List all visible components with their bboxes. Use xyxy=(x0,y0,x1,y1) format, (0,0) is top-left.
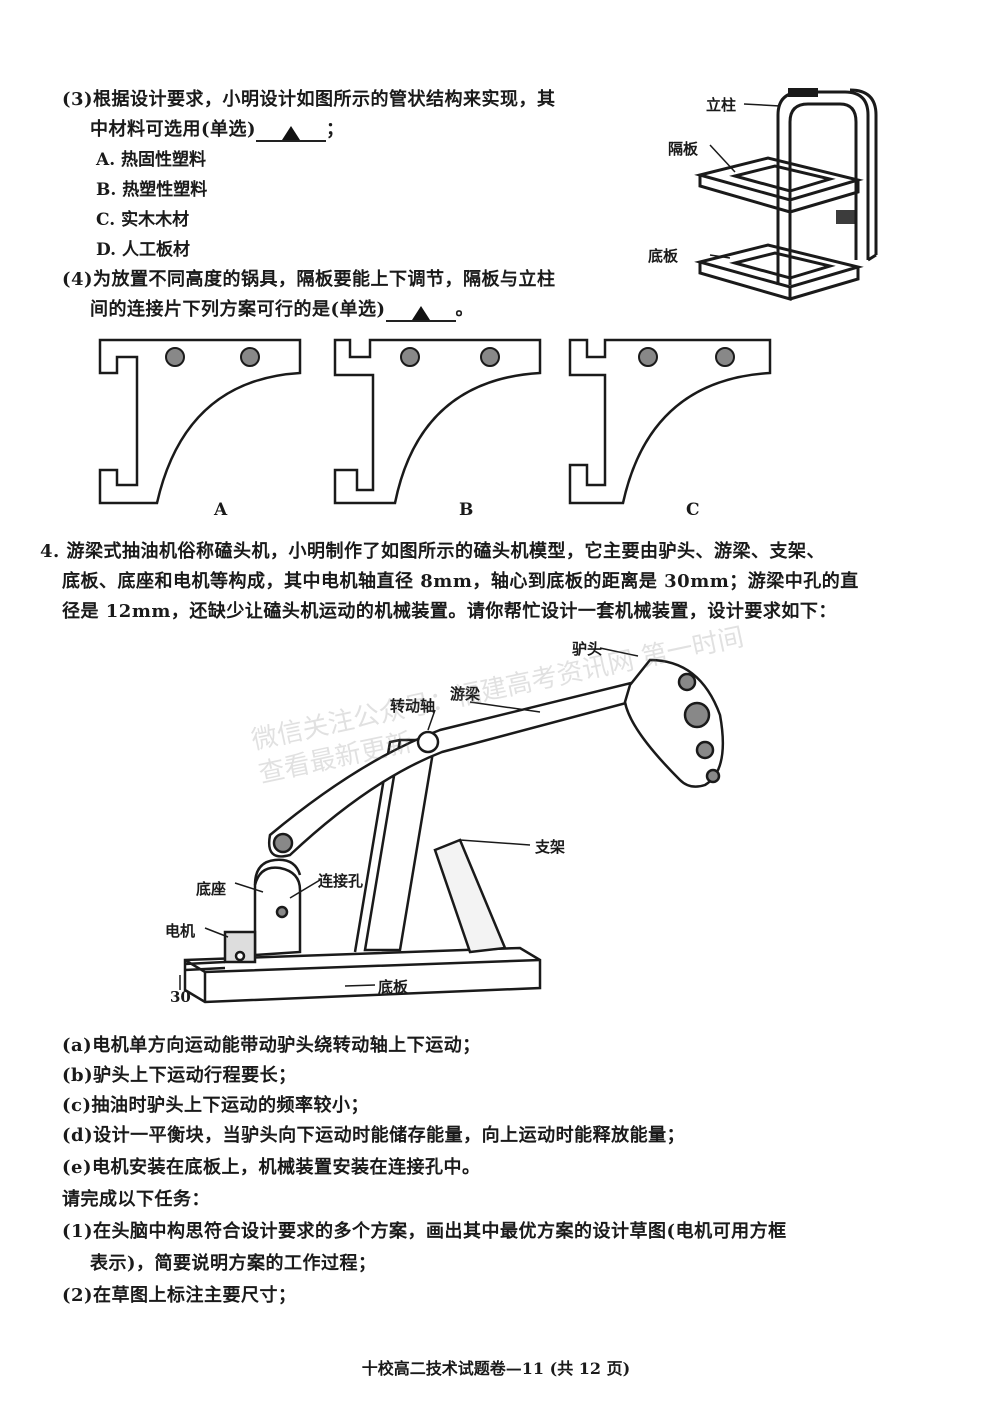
rack-label-post: 立柱 xyxy=(706,96,737,114)
q3-option-d: D. 人工板材 xyxy=(96,240,190,260)
bracket-label-b: B xyxy=(459,500,474,520)
pump-label-horsehead: 驴头 xyxy=(572,640,603,658)
rack-label-base: 底板 xyxy=(648,247,679,265)
requirement-d: (d)设计一平衡块，当驴头向下运动时能储存能量，向上运动时能释放能量； xyxy=(62,1125,686,1146)
task-1: (1)在头脑中构思符合设计要求的多个方案，画出其中最优方案的设计草图(电机可用方… xyxy=(62,1221,787,1242)
q4-answer-blank xyxy=(385,300,456,322)
bracket-a xyxy=(98,338,302,505)
rack-label-shelf: 隔板 xyxy=(668,140,699,158)
bracket-options-figure xyxy=(98,338,772,505)
q3-line1: (3)根据设计要求，小明设计如图所示的管状结构来实现，其 xyxy=(62,89,556,110)
task-2: (2)在草图上标注主要尺寸； xyxy=(62,1285,297,1306)
pump-label-shaft: 转动轴 xyxy=(390,697,436,715)
problem4-line2: 底板、底座和电机等构成，其中电机轴直径 8mm，轴心到底板的距离是 30mm；游… xyxy=(62,571,859,592)
q4-line1: (4)为放置不同高度的锅具，隔板要能上下调节，隔板与立柱 xyxy=(62,269,556,290)
rack-figure xyxy=(694,88,878,301)
bracket-b xyxy=(333,338,542,505)
tasks-intro: 请完成以下任务： xyxy=(62,1189,210,1210)
walking-beam xyxy=(267,680,637,858)
requirement-b: (b)驴头上下运动行程要长； xyxy=(62,1065,297,1086)
q4-line2-suffix: 。 xyxy=(455,299,475,320)
q3-line2-prefix: 中材料可选用(单选) xyxy=(90,119,257,140)
q3-answer-blank xyxy=(256,120,327,142)
task-1-cont: 表示)，简要说明方案的工作过程； xyxy=(90,1253,377,1274)
pump-label-support: 支架 xyxy=(535,838,566,856)
q3-option-a: A. 热固性塑料 xyxy=(96,150,207,170)
q3-option-c: C. 实木木材 xyxy=(96,210,190,230)
bracket-label-a: A xyxy=(214,500,228,520)
q3-option-b: B. 热塑性塑料 xyxy=(96,180,208,200)
problem4-line1: 4. 游梁式抽油机俗称磕头机，小明制作了如图所示的磕头机模型，它主要由驴头、游梁… xyxy=(40,541,826,562)
pump-label-motor: 电机 xyxy=(165,922,196,940)
pump-label-hole: 连接孔 xyxy=(318,872,364,890)
q3-line2-suffix: ； xyxy=(326,119,345,140)
requirement-c: (c)抽油时驴头上下运动的频率较小； xyxy=(62,1095,369,1116)
pump-label-base-seat: 底座 xyxy=(196,880,227,898)
q3-line2: 中材料可选用(单选) ； xyxy=(90,118,345,142)
page-footer: 十校高二技术试题卷—11 (共 12 页) xyxy=(361,1359,631,1378)
pump-jack-figure xyxy=(179,647,725,1004)
pump-label-beam: 游梁 xyxy=(450,685,481,703)
requirement-e: (e)电机安装在底板上，机械装置安装在连接孔中。 xyxy=(62,1157,481,1178)
bracket-c xyxy=(568,338,772,505)
problem4-line3: 径是 12mm，还缺少让磕头机运动的机械装置。请你帮忙设计一套机械装置，设计要求… xyxy=(62,601,837,622)
requirement-a: (a)电机单方向运动能带动驴头绕转动轴上下运动； xyxy=(62,1035,481,1056)
q4-line2-prefix: 间的连接片下列方案可行的是(单选) xyxy=(90,299,386,320)
triangle-icon xyxy=(411,306,430,320)
bracket-label-c: C xyxy=(686,500,700,520)
triangle-icon xyxy=(282,126,301,140)
pump-label-dim: 30 xyxy=(170,988,191,1006)
base-plate xyxy=(183,946,542,1004)
pump-label-plate: 底板 xyxy=(378,978,409,996)
q4-line2: 间的连接片下列方案可行的是(单选) 。 xyxy=(90,298,474,322)
